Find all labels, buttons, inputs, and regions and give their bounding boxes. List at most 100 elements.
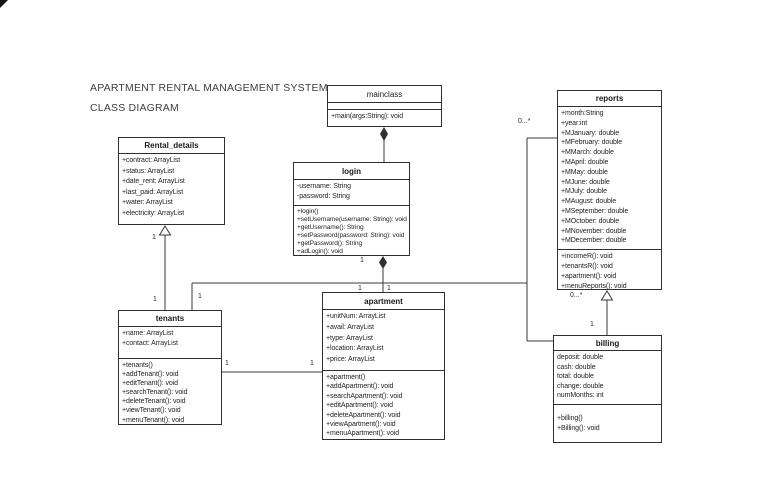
multiplicity-label: 1 bbox=[358, 285, 362, 292]
diagram-title: APARTMENT RENTAL MANAGEMENT SYSTEM bbox=[90, 82, 328, 94]
composition-mainclass-login bbox=[380, 127, 388, 162]
generalization-triangle-icon bbox=[158, 225, 172, 236]
class-title: Rental_details bbox=[144, 141, 199, 150]
class-box-rental-details: Rental_details +contract: ArrayList +stat… bbox=[118, 137, 225, 225]
class-box-reports: reports +month:String +year:int +MJanuary:… bbox=[557, 90, 662, 290]
generalization-billing-reports bbox=[600, 290, 614, 335]
multiplicity-label: 0...* bbox=[518, 118, 531, 125]
member-line: +getPassword(): String bbox=[297, 240, 363, 248]
member-line: +contact: ArrayList bbox=[122, 340, 178, 347]
member-line: +status: ArrayList bbox=[122, 167, 175, 175]
member-line: +MApril: double bbox=[561, 158, 609, 166]
member-line: +electricity: ArrayList bbox=[122, 209, 185, 217]
class-box-login: login -username: String -password: String… bbox=[293, 162, 410, 256]
member-line: +MNovember: double bbox=[561, 227, 627, 235]
member-line: +MAugust: double bbox=[561, 198, 617, 206]
class-methods: +login()+setUsername(username: String): … bbox=[294, 205, 409, 255]
class-attributes: deposit: double cash: double total: double… bbox=[554, 350, 661, 404]
member-line: +tenants() bbox=[122, 362, 153, 369]
multiplicity-label: 1 bbox=[590, 321, 594, 328]
member-line: +searchApartment(): void bbox=[326, 392, 403, 400]
association-bus-line bbox=[191, 137, 557, 342]
class-methods: +apartment() +addApartment(): void+search… bbox=[323, 370, 444, 439]
member-line: cash: double bbox=[557, 363, 596, 371]
member-line: +searchTenant(): void bbox=[122, 389, 188, 397]
class-title: login bbox=[341, 166, 362, 176]
multiplicity-label: 1 bbox=[310, 360, 314, 367]
member-line: +menuApartment(): void bbox=[326, 430, 400, 438]
class-title: apartment bbox=[364, 296, 403, 306]
member-line: +apartment(): void bbox=[561, 273, 617, 280]
diagram-subtitle: CLASS DIAGRAM bbox=[90, 102, 179, 114]
class-methods: +tenants()+addTenant(): void+editTenant(… bbox=[119, 358, 221, 424]
member-line: +MFebruary: double bbox=[561, 139, 623, 147]
member-line: +billing() bbox=[557, 415, 583, 422]
member-line: +month:String bbox=[561, 110, 604, 117]
member-line: +viewTenant(): void bbox=[122, 407, 181, 415]
member-line: +MMarch: double bbox=[561, 149, 614, 157]
class-attributes: +contract: ArrayList +status: ArrayList +d… bbox=[119, 153, 224, 224]
member-line: +year:int bbox=[561, 119, 588, 127]
composition-login-apartment bbox=[379, 256, 387, 292]
class-methods: +main(args:String): void bbox=[328, 109, 441, 126]
member-line: +apartment() bbox=[326, 374, 366, 381]
member-line: +menuTenant(): void bbox=[122, 416, 185, 424]
class-box-tenants: tenants +name: ArrayList +contact: ArrayL… bbox=[118, 310, 222, 425]
member-line: +menuReports(): void bbox=[561, 283, 627, 289]
class-methods: +incomeR(): void+tenantsR(): void+apartm… bbox=[558, 249, 661, 289]
member-line: -username: String bbox=[297, 183, 351, 190]
class-title: billing bbox=[595, 338, 620, 348]
class-title: reports bbox=[595, 94, 624, 103]
member-line: +Billing(): void bbox=[557, 425, 600, 432]
member-line: +name: ArrayList bbox=[122, 330, 174, 337]
multiplicity-label: 1 bbox=[387, 285, 391, 292]
composition-diamond-icon bbox=[379, 256, 387, 269]
multiplicity-label: 1 bbox=[198, 293, 202, 300]
member-line: +location: ArrayList bbox=[326, 345, 384, 353]
member-line: deposit: double bbox=[557, 354, 603, 361]
member-line: -password: String bbox=[297, 193, 350, 200]
member-line: +MMay: double bbox=[561, 168, 608, 176]
member-line: +setPassword(password: String): void bbox=[297, 232, 405, 240]
class-attributes: -username: String -password: String bbox=[294, 179, 409, 205]
member-line: +MJuly: double bbox=[561, 188, 607, 196]
composition-diamond-icon bbox=[380, 127, 388, 141]
member-line: +addApartment(): void bbox=[326, 383, 394, 391]
member-line: +MSeptember: double bbox=[561, 207, 629, 215]
multiplicity-label: 0...* bbox=[570, 292, 583, 299]
member-line: +getUsername(): String bbox=[297, 224, 364, 232]
member-line: +avail: ArrayList bbox=[326, 323, 374, 331]
class-attributes bbox=[328, 102, 441, 109]
member-line: +editApartment(): void bbox=[326, 402, 393, 410]
member-line: +adLogin(): void bbox=[297, 248, 343, 255]
class-attributes: +name: ArrayList +contact: ArrayList bbox=[119, 326, 221, 358]
class-title: mainclass bbox=[366, 89, 403, 99]
class-box-billing: billing deposit: double cash: double total… bbox=[553, 335, 662, 443]
multiplicity-label: 1 bbox=[153, 296, 157, 303]
member-line: +date_rent: ArrayList bbox=[122, 178, 185, 185]
member-line: total: double bbox=[557, 373, 594, 381]
multiplicity-label: 1 bbox=[360, 257, 364, 264]
member-line: +main(args:String): void bbox=[331, 113, 404, 120]
multiplicity-label: 1 bbox=[152, 234, 156, 241]
member-line: +water: ArrayList bbox=[122, 199, 173, 206]
member-line: +MJanuary: double bbox=[561, 129, 620, 137]
class-methods: +billing() +Billing(): void bbox=[554, 404, 661, 442]
multiplicity-label: 1 bbox=[225, 360, 229, 367]
member-line: +MJune: double bbox=[561, 178, 610, 186]
member-line: +type: ArrayList bbox=[326, 334, 373, 342]
member-line: +login() bbox=[297, 208, 319, 215]
member-line: +price: ArrayList bbox=[326, 356, 375, 364]
member-line: +setUsername(username: String): void bbox=[297, 216, 407, 224]
member-line: +contract: ArrayList bbox=[122, 157, 181, 164]
member-line: +MOctober: double bbox=[561, 217, 620, 225]
member-line: +deleteTenant(): void bbox=[122, 398, 186, 406]
generalization-triangle-icon bbox=[600, 290, 614, 301]
class-title: tenants bbox=[155, 314, 185, 323]
page-corner-mark bbox=[0, 0, 8, 8]
class-box-mainclass: mainclass +main(args:String): void bbox=[327, 85, 442, 127]
member-line: +incomeR(): void bbox=[561, 253, 613, 260]
member-line: change: double bbox=[557, 382, 604, 390]
